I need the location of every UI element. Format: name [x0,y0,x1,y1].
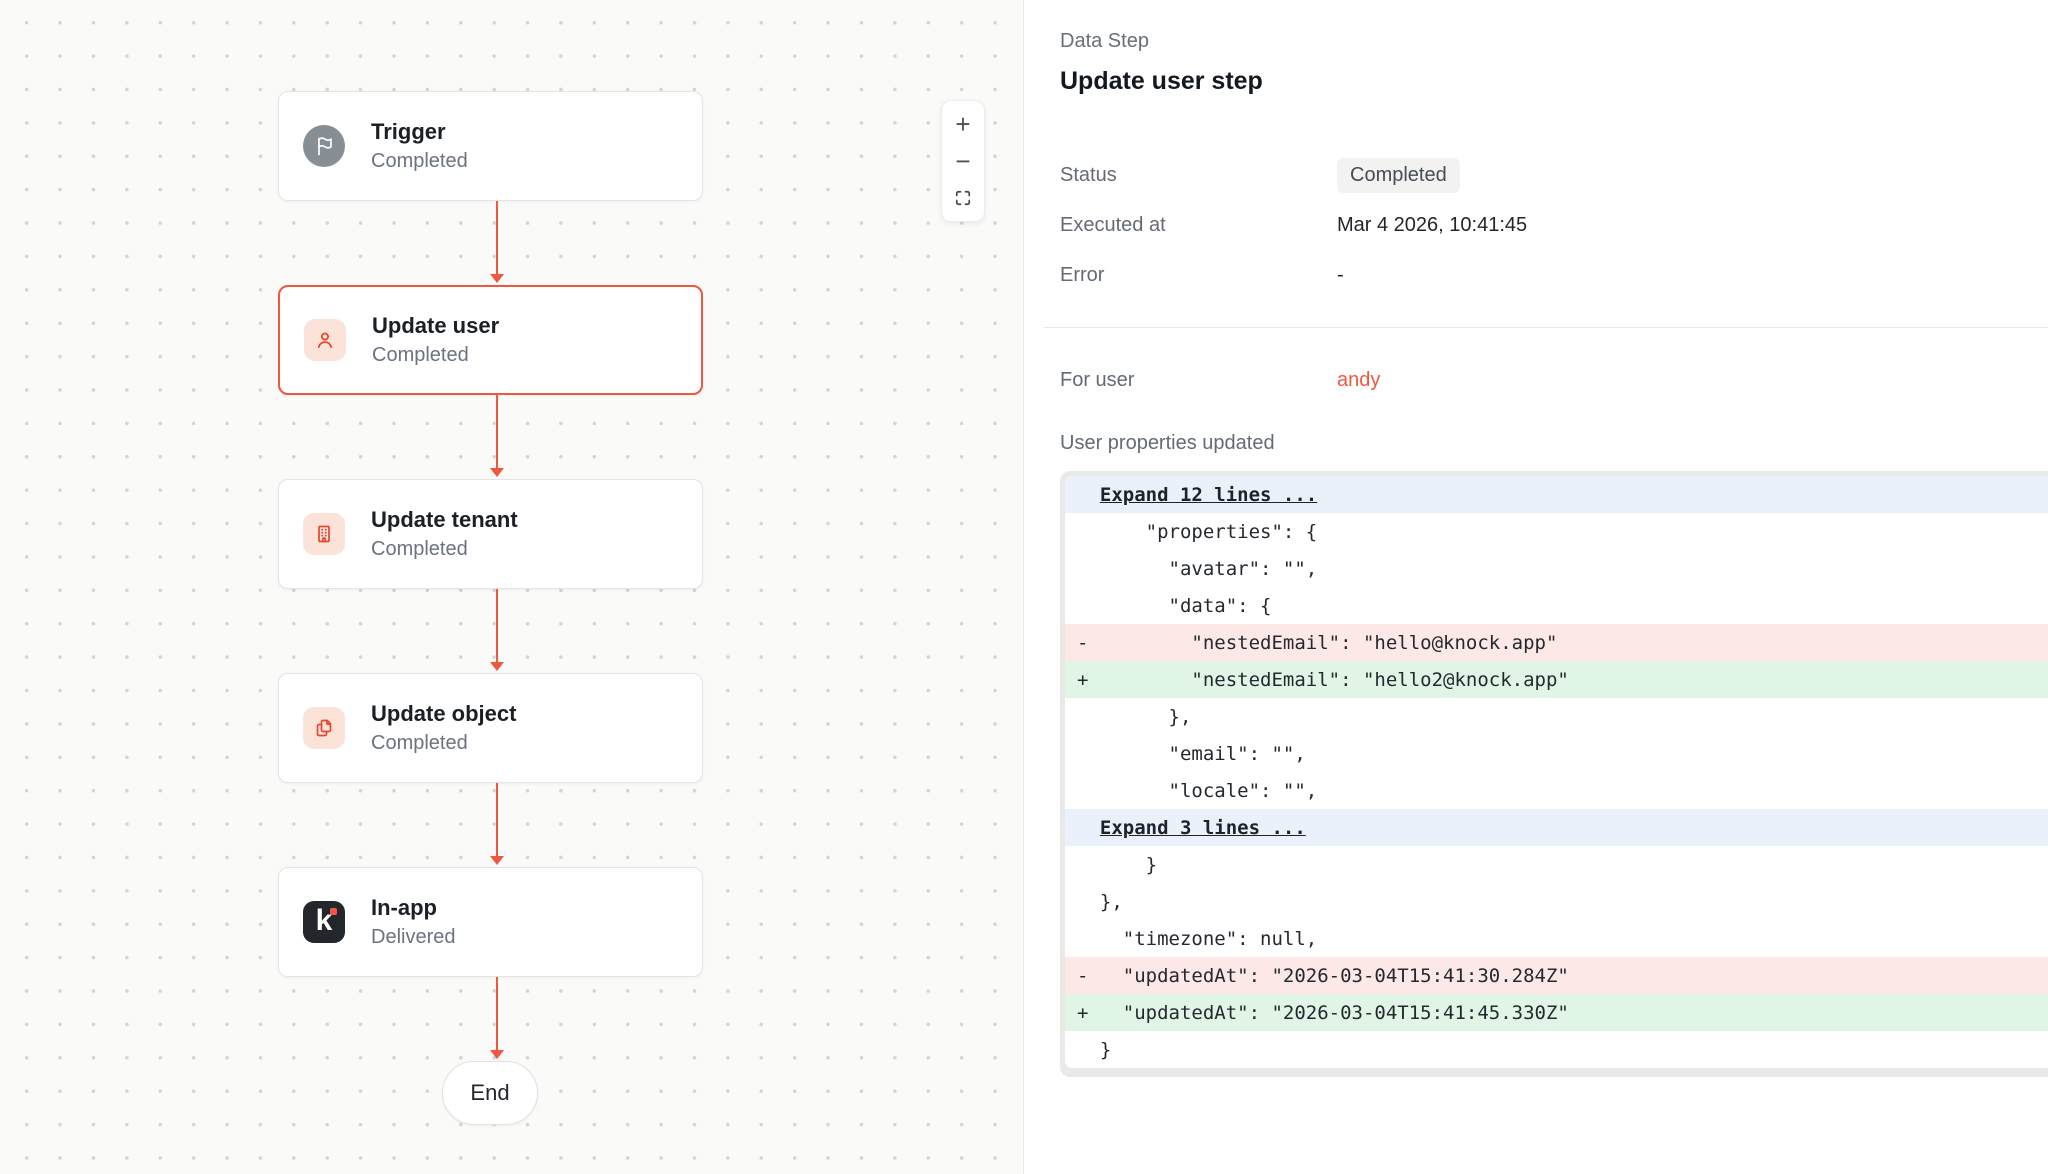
copy-icon [303,707,345,749]
node-title: Update tenant [371,507,518,533]
expand-lines-button[interactable]: Expand 3 lines ... [1065,809,2048,846]
field-value: - [1337,263,1344,286]
node-status: Completed [371,537,468,560]
end-node: End [442,1061,538,1125]
diff-line: }, [1077,705,1192,728]
node-status: Completed [371,731,468,754]
diff-line: "properties": { [1077,520,1318,543]
node-trigger[interactable]: Trigger Completed [278,91,703,201]
field-row-for-user: For user andy [1060,354,2048,406]
node-title: In-app [371,895,437,921]
diff-line: "avatar": "", [1077,557,1318,580]
panel-eyebrow: Data Step [1060,30,1149,52]
field-label: Status [1060,163,1117,186]
zoom-out-button[interactable]: − [955,146,971,176]
end-label: End [470,1080,510,1105]
field-list: Status Completed Executed at Mar 4 2026,… [1060,150,2048,300]
page-title: Update user step [1060,67,1263,95]
diff-line-removed: - "updatedAt": "2026-03-04T15:41:30.284Z… [1065,957,2048,994]
field-value: Mar 4 2026, 10:41:45 [1337,213,1528,236]
diff-line-added: + "updatedAt": "2026-03-04T15:41:45.330Z… [1065,994,2048,1031]
field-label: Error [1060,263,1105,286]
diff-code-block: Expand 12 lines ... "properties": { "ava… [1065,476,2048,1068]
diff-line: } [1077,1038,1112,1061]
node-status: Delivered [371,925,456,948]
knock-letter: k [315,903,333,937]
diff-line-added: + "nestedEmail": "hello2@knock.app" [1065,661,2048,698]
connector [489,395,505,479]
fit-view-button[interactable] [953,185,973,211]
node-update-tenant[interactable]: Update tenant Completed [278,479,703,589]
knock-logo-icon: k [303,901,345,943]
diff-line-removed: - "nestedEmail": "hello@knock.app" [1065,624,2048,661]
connector [489,201,505,285]
status-badge: Completed [1337,157,1460,193]
node-title: Trigger [371,119,446,145]
node-title: Update user [372,313,500,339]
node-title: Update object [371,701,517,727]
connector [489,977,505,1061]
expand-lines-button[interactable]: Expand 12 lines ... [1065,476,2048,513]
zoom-controls: + − [941,100,985,222]
node-status: Completed [372,343,469,366]
node-update-object[interactable]: Update object Completed [278,673,703,783]
connector [489,783,505,867]
fit-view-icon [953,188,973,208]
diff-section-label: User properties updated [1060,432,1275,454]
building-icon [303,513,345,555]
diff-line: } [1077,853,1158,876]
diff-line: "timezone": null, [1077,927,1318,950]
data-step-panel: Data Step Update user step Status Comple… [1024,0,2048,1174]
divider [1044,327,2048,328]
diff-line: "locale": "", [1077,779,1318,802]
user-icon [304,319,346,361]
node-status: Completed [371,149,468,172]
flag-icon [303,125,345,167]
connector [489,589,505,673]
field-label: Executed at [1060,213,1166,236]
workflow-canvas[interactable]: Trigger Completed Update user Completed [0,0,1024,1174]
diff-line: }, [1077,890,1123,913]
field-row-executed-at: Executed at Mar 4 2026, 10:41:45 [1060,200,2048,250]
node-in-app[interactable]: k In-app Delivered [278,867,703,977]
user-link[interactable]: andy [1337,368,1381,391]
zoom-in-button[interactable]: + [955,109,971,139]
node-update-user[interactable]: Update user Completed [278,285,703,395]
field-label: For user [1060,368,1135,391]
field-row-status: Status Completed [1060,150,2048,200]
knock-dot [330,908,337,915]
field-row-error: Error - [1060,250,2048,300]
diff-line: "email": "", [1077,742,1306,765]
diff-line: "data": { [1077,594,1272,617]
diff-viewer: Expand 12 lines ... "properties": { "ava… [1060,471,2048,1077]
